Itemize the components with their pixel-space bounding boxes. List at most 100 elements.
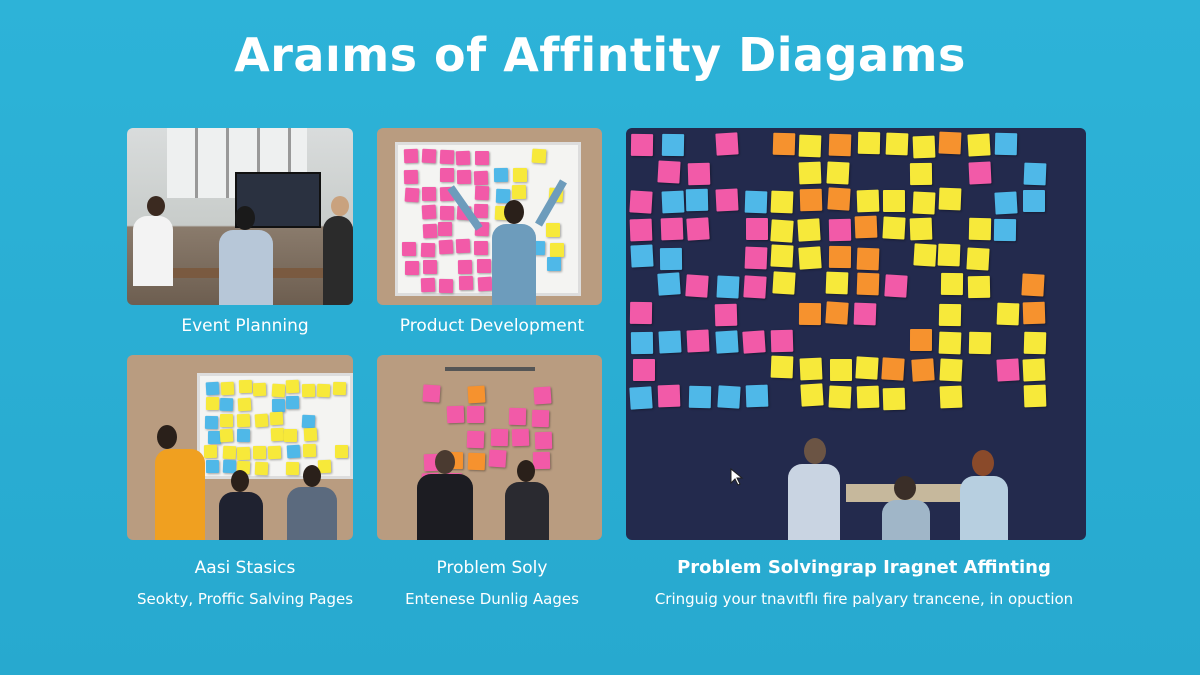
- sticky-note: [1023, 190, 1046, 213]
- sticky-note: [467, 406, 485, 424]
- sticky-note: [547, 257, 562, 272]
- sticky-note: [512, 184, 527, 200]
- sticky-note: [882, 387, 906, 410]
- sticky-note: [422, 224, 438, 239]
- sticky-note: [910, 163, 933, 186]
- sticky-note: [286, 462, 300, 476]
- sticky-note: [456, 150, 471, 166]
- sticky-note: [239, 379, 253, 394]
- sticky-note: [968, 161, 992, 185]
- sticky-note: [658, 330, 683, 354]
- sticky-note: [745, 384, 769, 408]
- sticky-note: [237, 398, 252, 412]
- sticky-note: [439, 149, 454, 165]
- sticky-note: [206, 459, 220, 474]
- sticky-note: [939, 358, 963, 382]
- product-development-photo: [377, 128, 602, 305]
- sticky-note: [882, 189, 905, 212]
- sticky-note: [490, 428, 508, 447]
- sticky-note: [420, 277, 435, 292]
- sticky-note: [661, 190, 685, 214]
- sticky-note: [660, 217, 684, 241]
- sticky-note: [827, 187, 851, 212]
- sticky-note: [913, 243, 937, 267]
- sticky-note: [909, 217, 933, 241]
- sticky-note: [546, 222, 561, 237]
- sticky-note: [828, 218, 851, 242]
- sticky-note: [532, 451, 550, 469]
- sticky-note: [967, 275, 991, 298]
- sticky-note: [403, 149, 419, 164]
- sticky-note: [825, 271, 849, 295]
- sticky-note: [236, 413, 251, 428]
- sticky-note: [940, 272, 964, 295]
- sticky-note: [1022, 301, 1045, 324]
- sticky-note: [332, 382, 347, 396]
- event-planning-photo: [127, 128, 353, 305]
- sticky-note: [284, 428, 298, 443]
- sticky-note: [629, 386, 653, 410]
- sticky-note: [745, 217, 768, 240]
- sticky-note: [770, 329, 793, 353]
- sticky-note: [466, 430, 485, 449]
- sticky-note: [798, 161, 822, 185]
- sticky-note: [829, 245, 852, 269]
- sticky-note: [828, 133, 852, 156]
- sticky-note: [686, 217, 710, 242]
- sticky-note: [534, 431, 552, 450]
- sticky-note: [770, 356, 793, 379]
- panel-label: Problem Solvingrap Iragnet Affinting: [677, 557, 1051, 578]
- sticky-note: [855, 356, 879, 380]
- sticky-note: [657, 160, 682, 184]
- sticky-note: [403, 169, 419, 184]
- sticky-note: [421, 186, 436, 202]
- sticky-note: [938, 303, 962, 326]
- sticky-note: [459, 275, 474, 290]
- sticky-note: [477, 258, 492, 274]
- sticky-note: [856, 247, 880, 270]
- cursor-icon: [724, 468, 744, 486]
- sticky-note: [237, 446, 251, 461]
- sticky-note: [220, 397, 234, 411]
- sticky-note: [685, 189, 709, 212]
- sticky-note: [772, 271, 797, 295]
- sticky-note: [881, 357, 906, 381]
- sticky-note: [629, 218, 653, 242]
- sticky-note: [885, 132, 909, 156]
- sticky-note: [285, 380, 299, 394]
- sticky-note: [854, 215, 878, 239]
- sticky-note: [422, 384, 441, 403]
- sticky-note: [744, 190, 767, 214]
- sticky-note: [798, 303, 822, 326]
- sticky-note: [533, 386, 553, 405]
- sticky-note: [685, 273, 709, 298]
- sticky-note: [404, 187, 420, 203]
- panel-label: Problem Soly: [436, 558, 548, 578]
- sticky-note: [301, 414, 316, 429]
- sticky-note: [237, 429, 251, 443]
- sticky-note: [745, 246, 768, 270]
- sticky-note: [912, 135, 936, 159]
- sticky-note: [996, 302, 1020, 326]
- page-title: Araıms of Affintity Diagams: [234, 28, 966, 82]
- sticky-note: [629, 190, 654, 214]
- sticky-note: [549, 242, 564, 257]
- sticky-note: [770, 244, 794, 268]
- sticky-note: [631, 133, 654, 157]
- sticky-note: [1023, 385, 1047, 408]
- sticky-note: [632, 359, 655, 382]
- sticky-note: [286, 444, 301, 459]
- sticky-note: [742, 330, 766, 355]
- sticky-note: [493, 167, 508, 183]
- sticky-note: [661, 133, 685, 156]
- sticky-note: [772, 132, 795, 156]
- sticky-note: [271, 398, 285, 413]
- sticky-note: [994, 218, 1017, 241]
- sticky-note: [467, 385, 485, 404]
- sticky-note: [421, 148, 437, 164]
- sticky-note: [531, 149, 547, 164]
- sticky-note: [657, 272, 681, 297]
- sticky-note: [658, 384, 681, 408]
- sticky-note: [938, 132, 961, 155]
- sticky-note: [1022, 358, 1046, 382]
